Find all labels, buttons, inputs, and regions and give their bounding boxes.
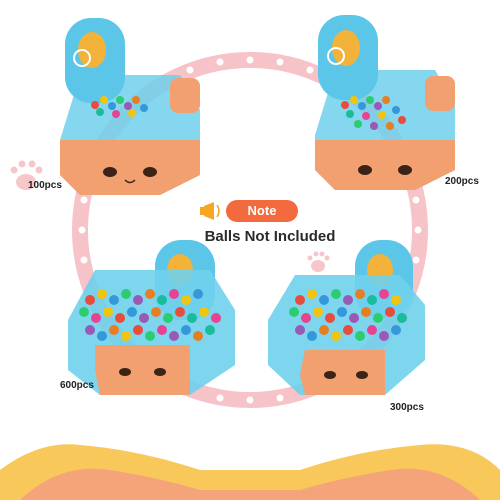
- ball-pit-tent-600: [68, 240, 235, 395]
- ball-pit-tent-100: [60, 18, 200, 195]
- label-200pcs: 200pcs: [445, 176, 479, 187]
- paw-print-icon: [307, 251, 330, 272]
- pink-ring: [72, 52, 428, 408]
- label-300pcs: 300pcs: [390, 402, 424, 413]
- ball-pit-tent-200: [315, 15, 455, 190]
- paw-print-icon: [10, 160, 43, 190]
- ball-pit-tent-300: [268, 240, 425, 395]
- label-600pcs: 600pcs: [60, 380, 94, 391]
- label-100pcs: 100pcs: [28, 180, 62, 191]
- note-badge: Note: [226, 200, 298, 222]
- bottom-cat-decoration: [0, 444, 500, 500]
- note-text: Balls Not Included: [204, 228, 336, 245]
- megaphone-icon: [200, 202, 220, 220]
